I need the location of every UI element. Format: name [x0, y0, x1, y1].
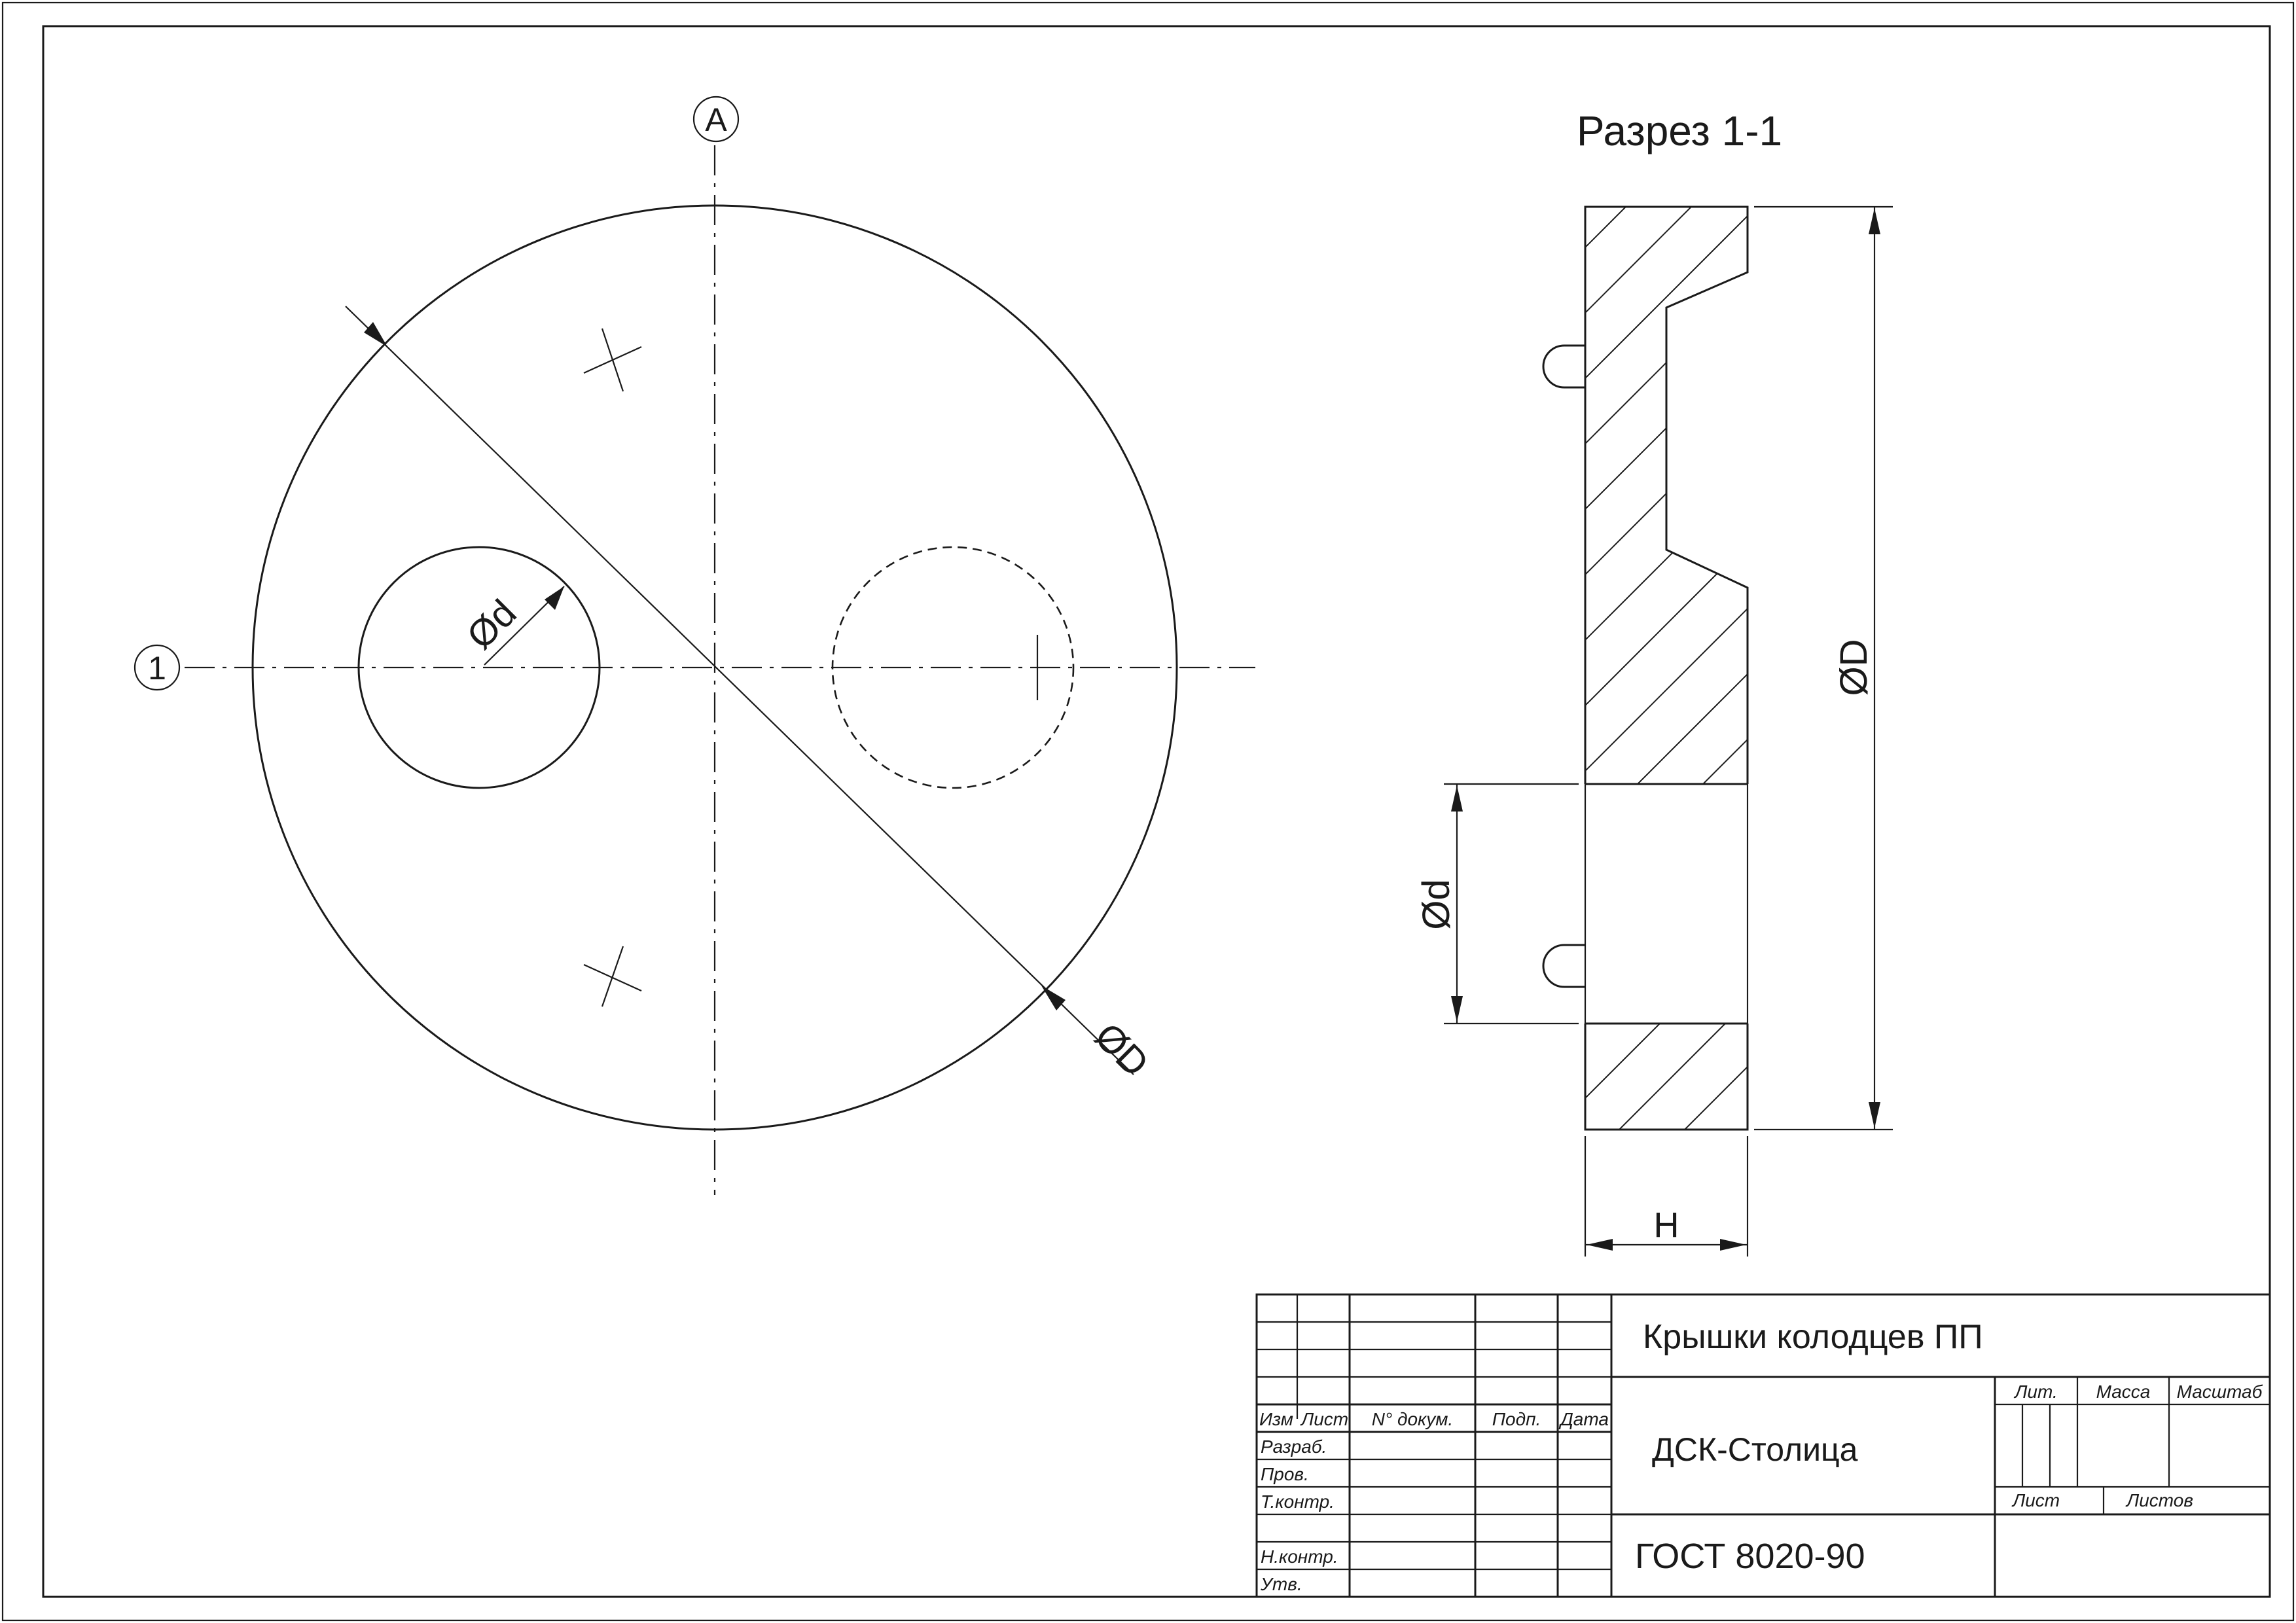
- cover-outline: [251, 204, 1178, 1131]
- col-doc-no: N° докум.: [1372, 1409, 1453, 1429]
- handle-upper: [1542, 344, 1585, 389]
- col-list: Лист: [1300, 1409, 1348, 1429]
- role-norm-control: Н.контр.: [1261, 1546, 1338, 1567]
- col-sign: Подп.: [1492, 1409, 1541, 1429]
- standard-code: ГОСТ 8020-90: [1635, 1537, 1865, 1576]
- axis-1-marker: 1: [134, 644, 181, 691]
- outer-diameter-dimension-line: [345, 306, 1134, 1075]
- hidden-hole-outline: [831, 546, 1075, 789]
- lifting-loop-mark-bottom: [583, 946, 642, 1007]
- section-outline-lower: [1584, 1024, 1749, 1131]
- outer-diameter-arrow-down: [1869, 1102, 1880, 1128]
- product-name: Крышки колодцев ПП: [1643, 1318, 1983, 1356]
- role-approved: Утв.: [1260, 1574, 1302, 1594]
- section-hatch-upper: [1585, 207, 1748, 784]
- role-developed: Разраб.: [1261, 1436, 1327, 1457]
- title-block-border: [1255, 1293, 2271, 1598]
- height-arrow-right: [1720, 1239, 1746, 1251]
- meta-mass: Масса: [2096, 1382, 2151, 1402]
- section-title: Разрез 1-1: [1577, 107, 1782, 154]
- section-outline-upper: [1584, 205, 1749, 784]
- inner-frame: [42, 25, 2271, 1598]
- section-hatch-lower: [1585, 1024, 1748, 1130]
- handle-lower: [1542, 944, 1585, 988]
- outer-diameter-arrow-up: [1869, 208, 1880, 234]
- organization-name: ДСК-Столица: [1652, 1431, 1858, 1468]
- hole-diameter-label: Ød: [459, 592, 525, 658]
- col-izm: Изм: [1259, 1409, 1293, 1429]
- meta-scale: Масштаб: [2177, 1382, 2263, 1402]
- axis-a-marker: A: [692, 96, 740, 143]
- section-view: Разрез 1-1: [1415, 107, 1893, 1257]
- svg-text:A: A: [705, 101, 727, 138]
- title-block: Изм Лист N° докум. Подп. Дата Разраб. Пр…: [1255, 1293, 2271, 1598]
- col-date: Дата: [1558, 1409, 1609, 1429]
- outer-diameter-label: ØD: [1086, 1014, 1157, 1084]
- height-arrow-left: [1587, 1239, 1613, 1251]
- meta-lit: Лит.: [2013, 1382, 2058, 1402]
- outer-diameter-arrow-bottom: [1041, 986, 1066, 1010]
- svg-text:1: 1: [148, 650, 166, 687]
- hole-diameter-arrow-up: [1451, 785, 1463, 812]
- hole-diameter-arrow-down: [1451, 996, 1463, 1022]
- hole-outline: [357, 546, 601, 789]
- role-checked: Пров.: [1261, 1464, 1309, 1484]
- section-hole-diameter-label: Ød: [1415, 879, 1458, 929]
- meta-sheets: Листов: [2125, 1490, 2193, 1510]
- section-outer-diameter-label: ØD: [1833, 639, 1875, 696]
- lifting-loop-mark-top: [583, 328, 642, 392]
- meta-sheet: Лист: [2011, 1490, 2060, 1510]
- role-tech-control: Т.контр.: [1261, 1491, 1335, 1512]
- plan-view: ØD Ød A 1: [134, 96, 1255, 1195]
- hole-diameter-arrow: [545, 586, 564, 610]
- height-label: H: [1654, 1205, 1679, 1245]
- outer-diameter-arrow-top: [364, 322, 387, 347]
